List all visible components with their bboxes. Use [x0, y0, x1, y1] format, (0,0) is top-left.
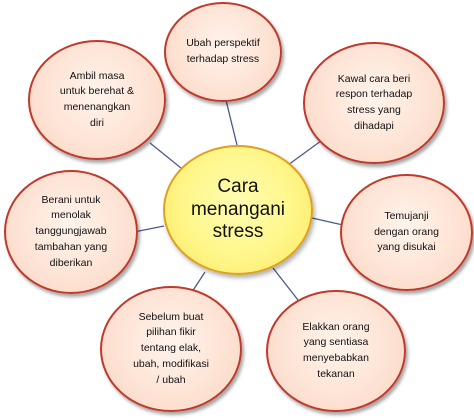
node-label: Elakkan orang yang sentiasa menyebabkan … [302, 320, 370, 380]
node-label: Temujanji dengan orang yang disukai [374, 209, 439, 254]
node-elakkan-orang: Elakkan orang yang sentiasa menyebabkan … [266, 290, 406, 412]
connector-bottom-right [272, 267, 299, 301]
node-label: Sebelum buat pilihan fikir tentang elak,… [133, 310, 209, 386]
connector-top-left [149, 142, 182, 169]
node-ubah-perspektif: Ubah perspektif terhadap stress [164, 2, 282, 102]
node-berani-menolak: Berani untuk menolak tanggungjawab tamba… [4, 170, 138, 294]
node-kawal-cara: Kawal cara beri respon terhadap stress y… [303, 42, 445, 164]
node-ambil-masa: Ambil masa untuk berehat & menenangkan d… [28, 40, 166, 160]
center-topic: Cara menangani stress [163, 145, 313, 275]
center-topic-label: Cara menangani stress [190, 175, 286, 243]
node-sebelum-buat: Sebelum buat pilihan fikir tentang elak,… [100, 286, 242, 412]
connector-left [133, 225, 165, 233]
connector-top-right [287, 137, 326, 166]
connector-right [311, 217, 344, 226]
node-label: Berani untuk menolak tanggungjawab tamba… [34, 193, 108, 269]
node-label: Ambil masa untuk berehat & menenangkan d… [59, 69, 135, 129]
node-label: Kawal cara beri respon terhadap stress y… [335, 72, 413, 132]
node-temujanji: Temujanji dengan orang yang disukai [340, 174, 473, 291]
node-label: Ubah perspektif terhadap stress [186, 37, 260, 65]
